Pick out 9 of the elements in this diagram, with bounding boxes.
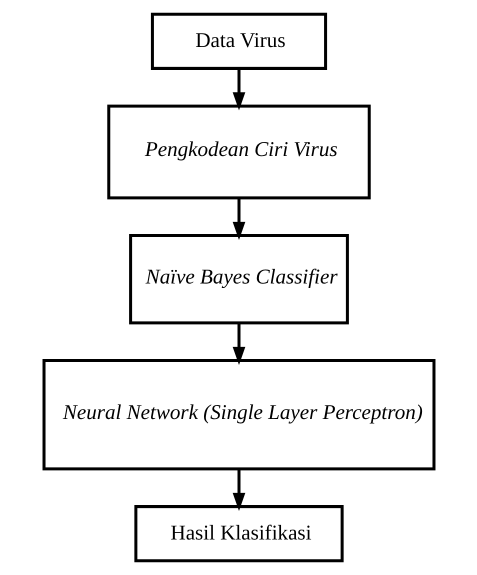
node-box: Hasil Klasifikasi bbox=[134, 505, 344, 562]
node-box: Pengkodean Ciri Virus bbox=[106, 104, 370, 200]
arrow bbox=[232, 323, 245, 365]
arrow bbox=[232, 469, 245, 511]
arrow bbox=[232, 68, 245, 110]
node-box: Neural Network (Single Layer Perceptron) bbox=[42, 359, 435, 470]
arrow bbox=[232, 198, 245, 240]
node-box: Naïve Bayes Classifier bbox=[128, 234, 348, 324]
node-box: Data Virus bbox=[150, 12, 327, 70]
